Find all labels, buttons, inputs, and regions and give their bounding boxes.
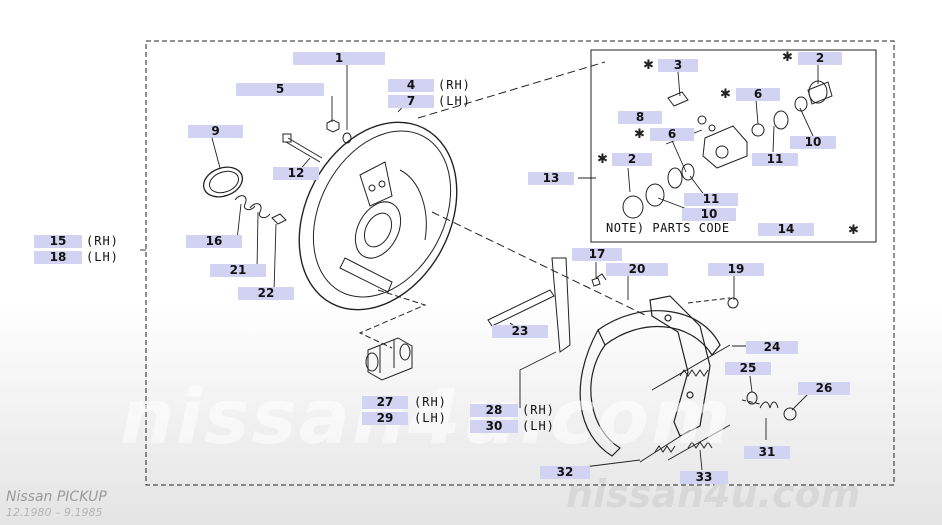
callout-13: 13 xyxy=(528,172,574,185)
outer-frame xyxy=(145,40,895,486)
callout-2-top: 2 xyxy=(798,52,842,65)
production-dates: 12.1980 – 9.1985 xyxy=(6,506,103,519)
side-lh-29: (LH) xyxy=(414,411,447,425)
callout-12: 12 xyxy=(273,167,319,180)
side-rh-27: (RH) xyxy=(414,395,447,409)
dashed-link xyxy=(741,399,761,405)
parts-code-note: NOTE) PARTS CODE xyxy=(606,221,730,235)
clip xyxy=(234,195,256,211)
washer xyxy=(342,132,352,144)
callout-2-left: 2 xyxy=(612,153,652,166)
callout-30: 30 xyxy=(470,420,518,433)
side-lh-7: (LH) xyxy=(438,94,471,108)
inset-frame xyxy=(590,49,877,243)
callout-32: 32 xyxy=(540,466,590,479)
side-rh-28: (RH) xyxy=(522,403,555,417)
star-marker: ✱ xyxy=(634,127,645,142)
callout-11-left: 11 xyxy=(684,193,738,206)
spring-coil xyxy=(654,445,676,453)
callout-29: 29 xyxy=(362,412,408,425)
model-name: Nissan PICKUP xyxy=(6,489,107,505)
side-rh-4: (RH) xyxy=(438,78,471,92)
side-rh-15: (RH) xyxy=(86,234,119,248)
clip xyxy=(249,203,271,219)
backing-plate xyxy=(298,121,458,311)
dashed-link xyxy=(417,61,606,119)
star-marker: ✱ xyxy=(720,87,731,102)
wheel-cylinder-assembly xyxy=(365,337,413,381)
gasket-ring xyxy=(202,166,244,198)
callout-25: 25 xyxy=(725,362,771,375)
callout-15: 15 xyxy=(34,235,82,248)
side-lh-18: (LH) xyxy=(86,250,119,264)
callout-28: 28 xyxy=(470,404,518,417)
callout-31: 31 xyxy=(744,446,790,459)
callout-24: 24 xyxy=(746,341,798,354)
callout-23: 23 xyxy=(492,325,548,338)
callout-17: 17 xyxy=(572,248,622,261)
spring-coil xyxy=(687,441,713,449)
dashed-link xyxy=(431,211,646,316)
star-marker: ✱ xyxy=(782,50,793,65)
bolt xyxy=(285,137,323,163)
callout-10-right: 10 xyxy=(790,136,836,149)
callout-21: 21 xyxy=(210,264,266,277)
callout-6-right: 6 xyxy=(736,88,780,101)
lever-pin xyxy=(591,277,601,287)
callout-22: 22 xyxy=(238,287,294,300)
inset-parts xyxy=(622,80,833,219)
clip xyxy=(271,213,287,225)
callout-27: 27 xyxy=(362,396,408,409)
callout-3: 3 xyxy=(658,59,698,72)
callout-10-left: 10 xyxy=(682,208,736,221)
star-marker: ✱ xyxy=(643,58,654,73)
callout-8: 8 xyxy=(618,111,662,124)
adjuster-nut xyxy=(783,407,797,421)
spring-coil xyxy=(679,369,709,377)
callout-18: 18 xyxy=(34,251,82,264)
callout-7: 7 xyxy=(388,95,434,108)
nut xyxy=(326,119,340,133)
watermark-main: nissan4u.com xyxy=(120,372,733,461)
dashed-link xyxy=(687,297,731,304)
callout-19: 19 xyxy=(708,263,764,276)
strut xyxy=(487,289,555,327)
callout-6-left: 6 xyxy=(650,128,694,141)
callout-5: 5 xyxy=(236,83,324,96)
callout-9: 9 xyxy=(188,125,243,138)
side-lh-30: (LH) xyxy=(522,419,555,433)
spring xyxy=(667,424,731,461)
retainer-spring xyxy=(595,273,607,281)
star-marker: ✱ xyxy=(848,223,859,238)
callout-11-right: 11 xyxy=(752,153,798,166)
spring xyxy=(639,429,691,463)
callout-1: 1 xyxy=(293,52,385,65)
dashed-link xyxy=(358,289,427,349)
callout-26: 26 xyxy=(798,382,850,395)
bolt-head xyxy=(282,133,292,143)
callout-33: 33 xyxy=(680,471,728,484)
callout-4: 4 xyxy=(388,79,434,92)
callout-16: 16 xyxy=(186,235,242,248)
adjuster-spring xyxy=(759,401,779,409)
callout-14: 14 xyxy=(758,223,814,236)
retainer xyxy=(727,297,739,309)
spring xyxy=(651,344,731,391)
callout-20: 20 xyxy=(606,263,668,276)
star-marker: ✱ xyxy=(597,152,608,167)
parking-lever xyxy=(551,257,571,353)
